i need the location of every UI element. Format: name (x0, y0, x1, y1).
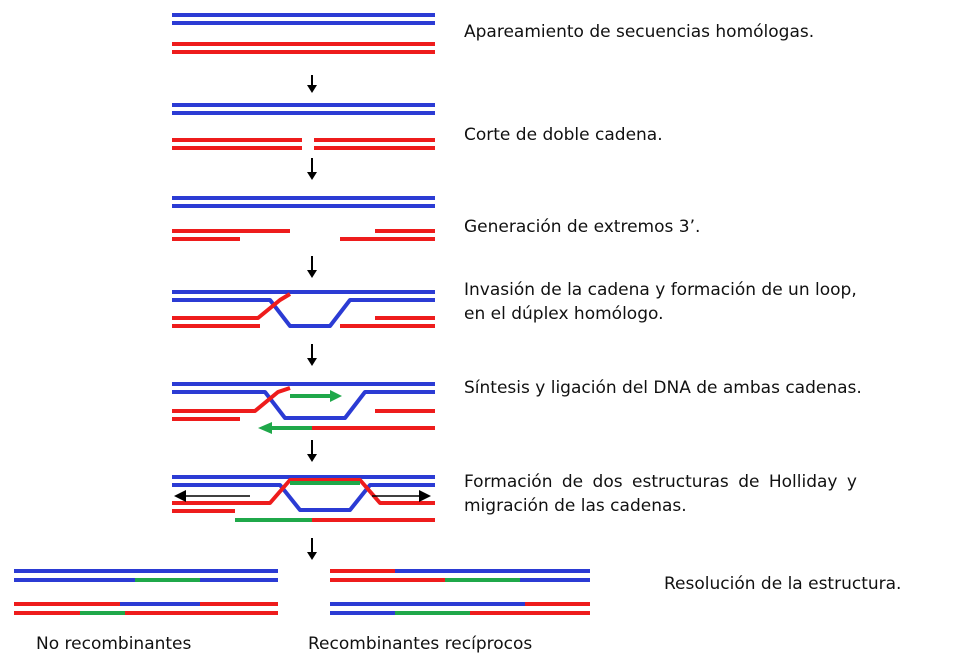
step-2-text: Corte de doble cadena. (464, 125, 663, 145)
step-6-text: Formación de dos estructuras de Holliday… (464, 470, 964, 518)
non-recombinant-label: No recombinantes (36, 634, 192, 654)
step-3-text: Generación de extremos 3’. (464, 217, 701, 237)
step5-red-invading (172, 386, 291, 413)
arrow-2-head (307, 172, 317, 180)
step-6-line-1: Formación de dos estructuras de Holliday… (464, 472, 857, 492)
step-5-text: Síntesis y ligación del DNA de ambas cad… (464, 378, 862, 398)
arrow-5-head (307, 454, 317, 462)
step6-red-strand (172, 478, 435, 505)
arrow-4-head (307, 358, 317, 366)
arrow-3-head (307, 270, 317, 278)
step6-blue-loop (172, 483, 435, 512)
arrow-6-head (307, 552, 317, 560)
reciprocal-recombinant-label: Recombinantes recíprocos (308, 634, 533, 654)
step-4-line-2: en el dúplex homólogo. (464, 304, 664, 324)
step-4-text: Invasión de la cadena y formación de un … (464, 278, 964, 326)
step-7-text: Resolución de la estructura. (664, 574, 902, 594)
arrow-1-head (307, 85, 317, 93)
step5-blue-loop (172, 390, 435, 420)
step5-green-arrowhead-bottom (258, 422, 272, 434)
step4-blue-loop (172, 298, 435, 328)
step4-red-invading (172, 292, 292, 320)
step-6-line-2: migración de las cadenas. (464, 496, 687, 516)
step-1-text: Apareamiento de secuencias homólogas. (464, 22, 815, 42)
step-4-line-1: Invasión de la cadena y formación de un … (464, 280, 857, 300)
step5-green-arrowhead-top (330, 390, 342, 402)
